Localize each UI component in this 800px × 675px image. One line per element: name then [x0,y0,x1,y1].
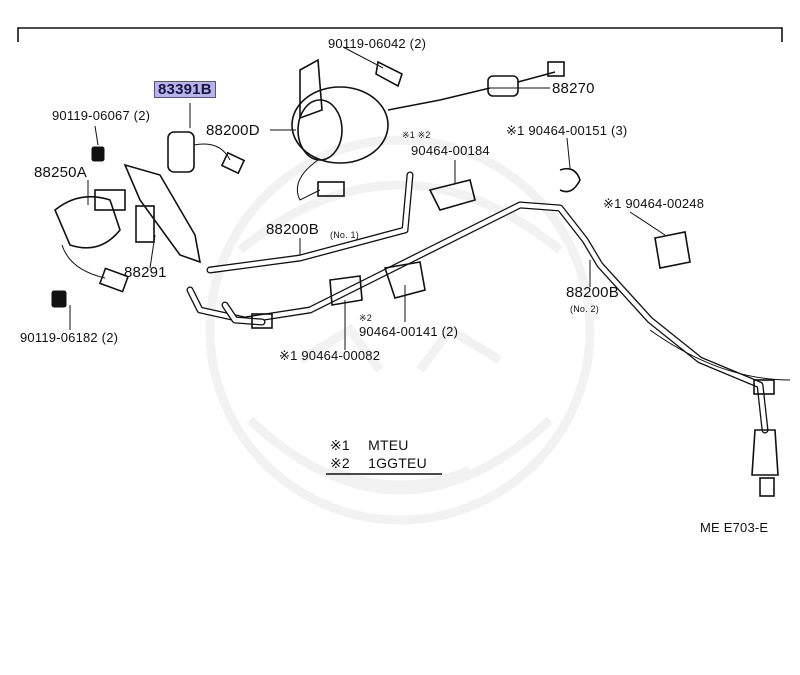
clamp-90464-00141-label: 90464-00141 (2) [359,324,459,339]
group-bracket-line [17,27,783,42]
clamp-90464-00248-label: ※1 90464-00248 [603,196,705,211]
clamp-00141-mark: ※2 [359,313,372,323]
legend-row-1: ※1 MTEU [330,438,409,453]
bracket-88291-label: 88291 [124,264,167,281]
legend-mark-2: ※2 [330,455,350,471]
sensor-88250a-label: 88250A [34,164,87,181]
legend-row-2: ※2 1GGTEU [330,456,427,471]
part-83391b-label[interactable]: 83391B [154,81,216,98]
hose-88200b-no2-label: 88200B [566,284,619,301]
bolt-90119-06182-label: 90119-06182 (2) [20,330,119,345]
bolt-90119-06067-label: 90119-06067 (2) [52,108,151,123]
legend-text-1: MTEU [368,437,409,453]
switch-drawing [91,131,246,264]
legend-text-2: 1GGTEU [368,455,427,471]
cable-88270-label: 88270 [552,80,595,97]
hose-88200b-no1-sub: (No. 1) [330,230,359,240]
clamp-90464-00151-label: ※1 90464-00151 (3) [506,123,628,138]
clamp-90464-00082-label: ※1 90464-00082 [279,348,381,363]
diagram-code: ME E703-E [700,520,769,535]
clamp-90464-00184-label: 90464-00184 [411,143,490,158]
bolt-90119-06042-label: 90119-06042 (2) [328,36,427,51]
hose-88200b-no1-label: 88200B [266,221,319,238]
actuator-drawing [291,58,565,201]
sensor-drawing [51,189,130,308]
watermark-emblem [205,135,595,525]
hose-88200b-no2-sub: (No. 2) [570,304,599,314]
clamp-00184-marks: ※1 ※2 [402,130,431,140]
clamp-drawings [329,167,691,306]
hose-assembly [186,171,791,497]
actuator-88200d-label: 88200D [206,122,260,139]
legend-mark-1: ※1 [330,437,350,453]
